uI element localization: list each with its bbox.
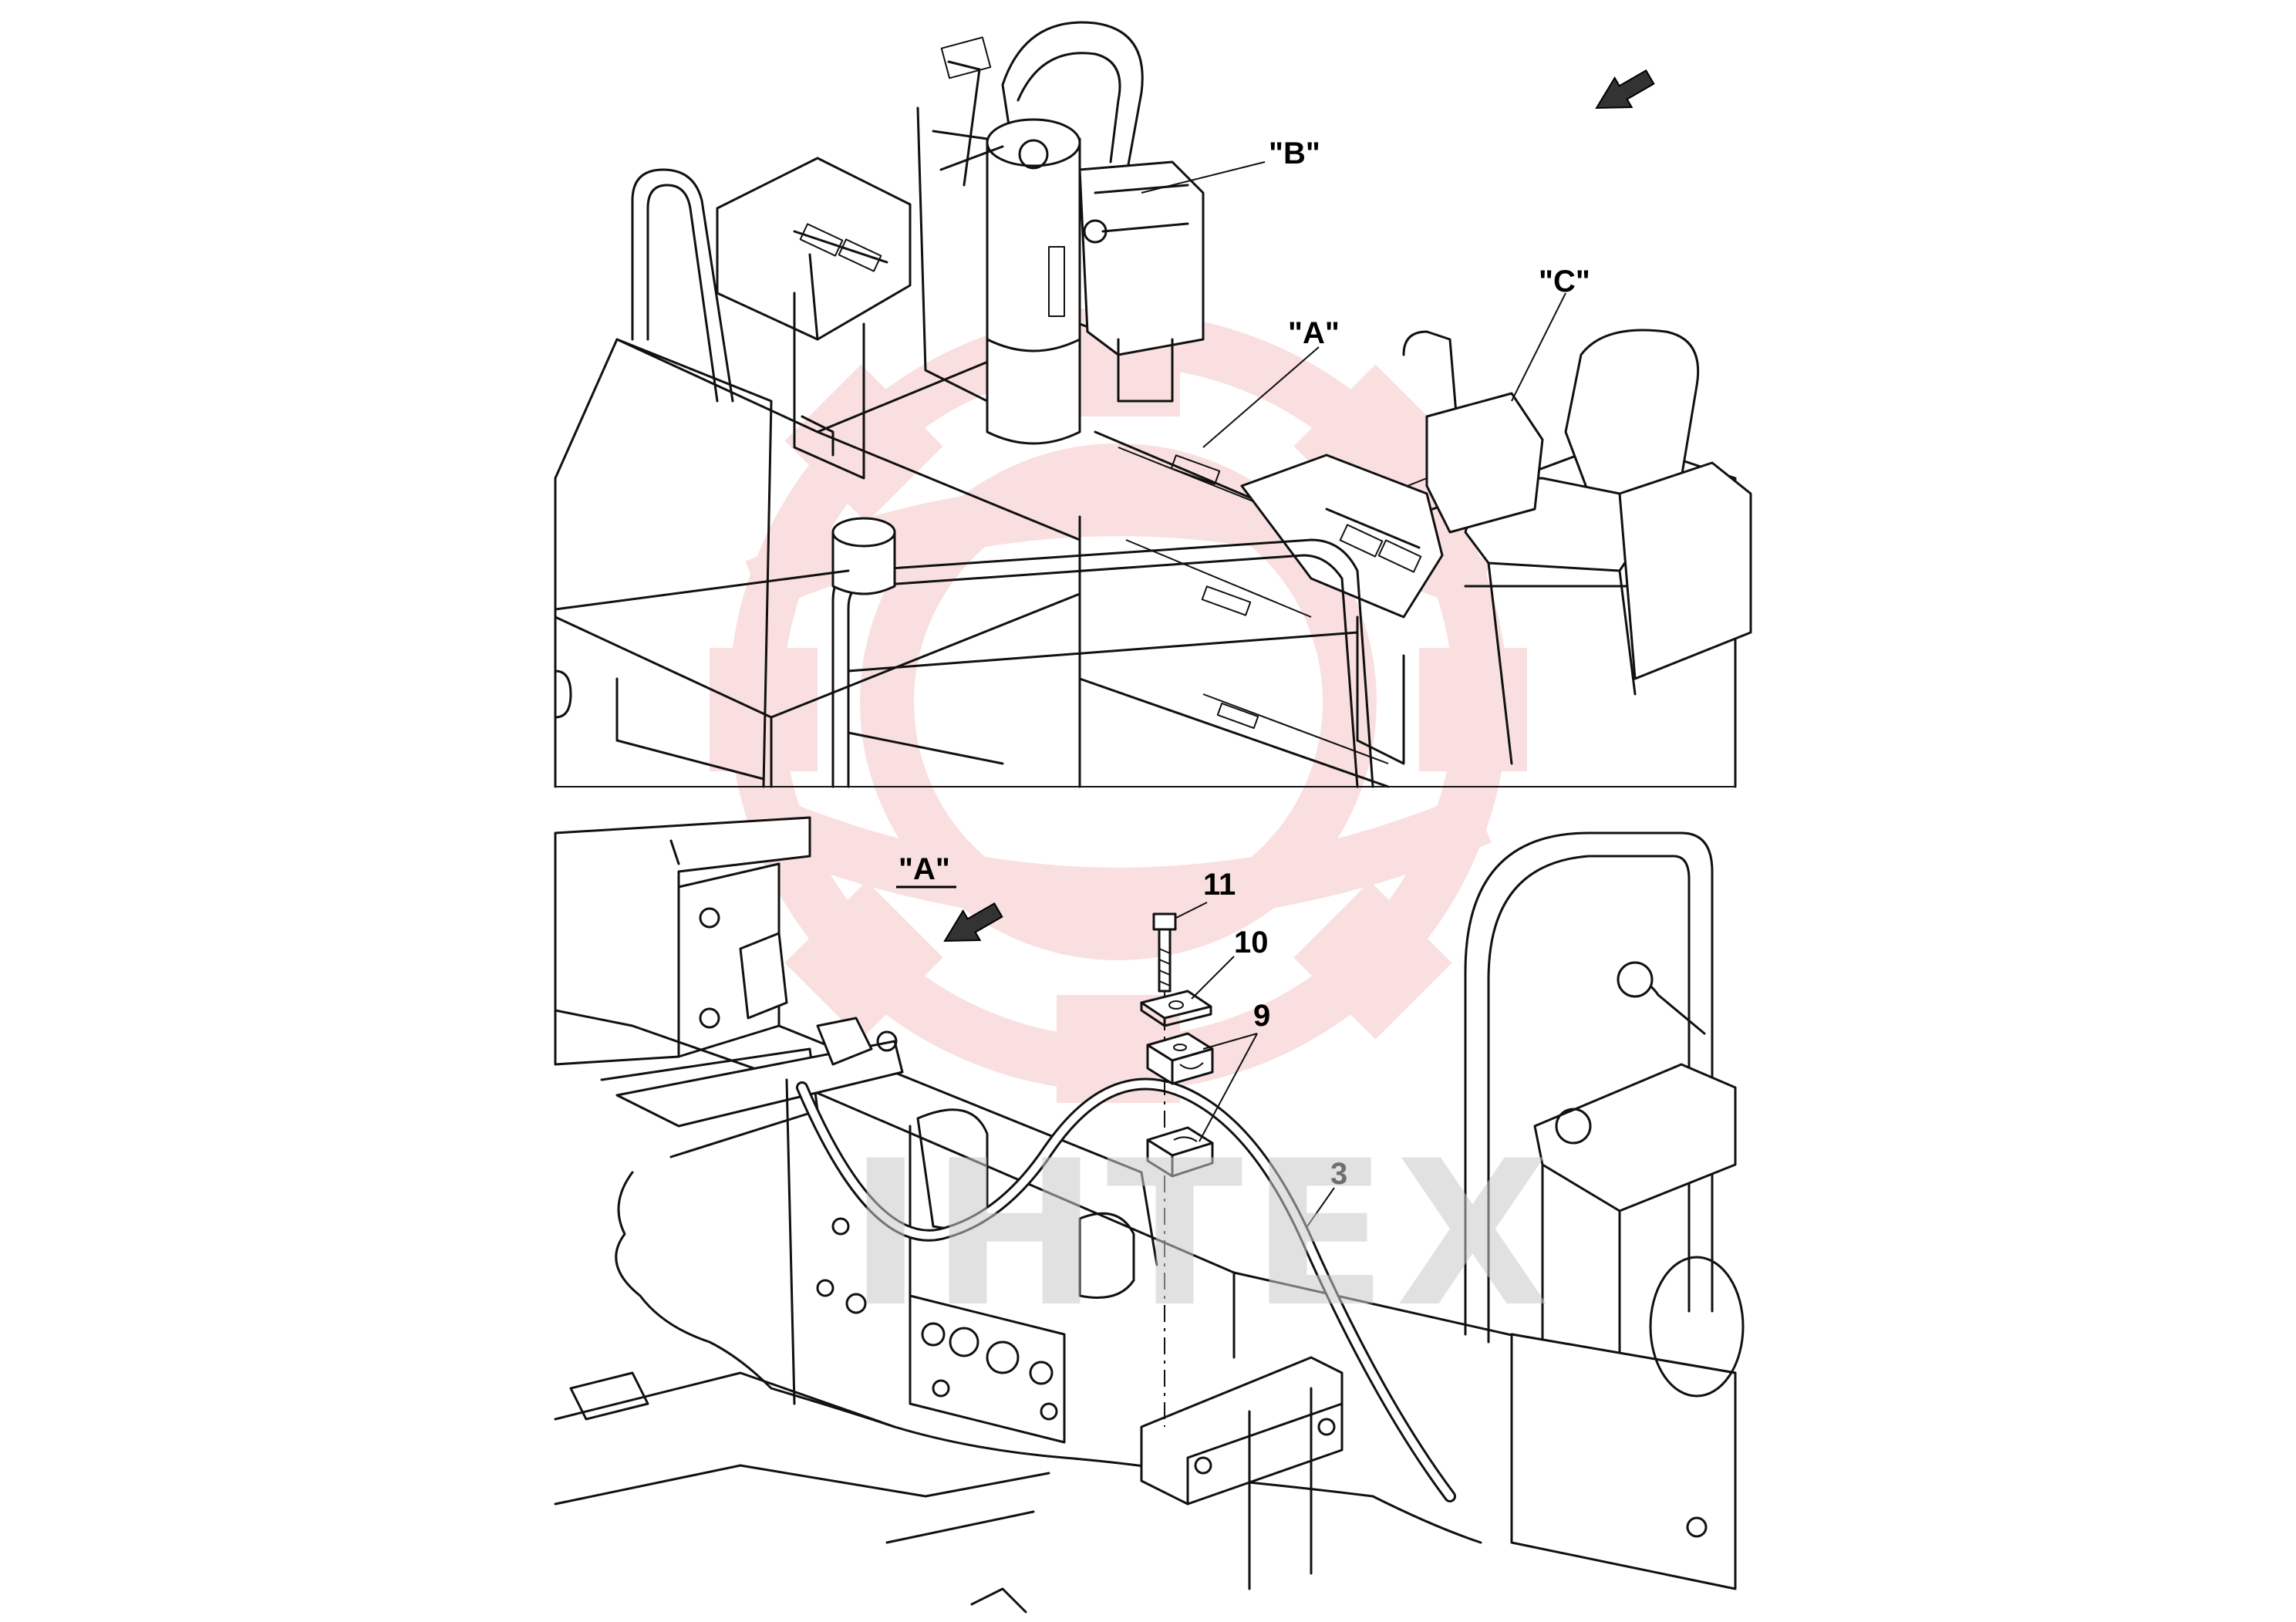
- upper-labels: "B" "C" "A": [1141, 69, 1655, 448]
- callout-11: 11: [1203, 868, 1236, 902]
- direction-arrow-icon: [943, 902, 1003, 943]
- clamp-part-9-upper: [1146, 1032, 1214, 1085]
- leader-11: [1175, 902, 1208, 919]
- leader-a: [1202, 346, 1320, 448]
- callout-9: 9: [1253, 999, 1270, 1033]
- leader-10: [1191, 956, 1235, 1000]
- callout-10: 10: [1234, 926, 1269, 959]
- leader-9a: [1202, 1033, 1258, 1050]
- leader-9b: [1199, 1033, 1258, 1142]
- detail-view-a: [554, 816, 1745, 1614]
- cable-3: [796, 1077, 1456, 1502]
- leader-3: [1306, 1187, 1335, 1227]
- operator-platform-view: [554, 21, 1752, 788]
- callout-3: 3: [1330, 1157, 1347, 1191]
- label-view-a: "A": [1288, 316, 1340, 350]
- leader-b: [1141, 161, 1266, 194]
- detail-title: "A": [899, 852, 950, 886]
- leader-c: [1511, 292, 1566, 402]
- bolt-part-11: [1152, 912, 1177, 993]
- watermark-text: IHTEX: [848, 1118, 1558, 1351]
- label-view-c: "C": [1539, 265, 1590, 298]
- detail-labels: "A" 11 10 9 3: [896, 852, 1347, 1227]
- label-view-b: "B": [1269, 137, 1320, 170]
- direction-arrow-icon: [1595, 69, 1655, 110]
- clamp-part-9-lower: [1146, 1126, 1214, 1178]
